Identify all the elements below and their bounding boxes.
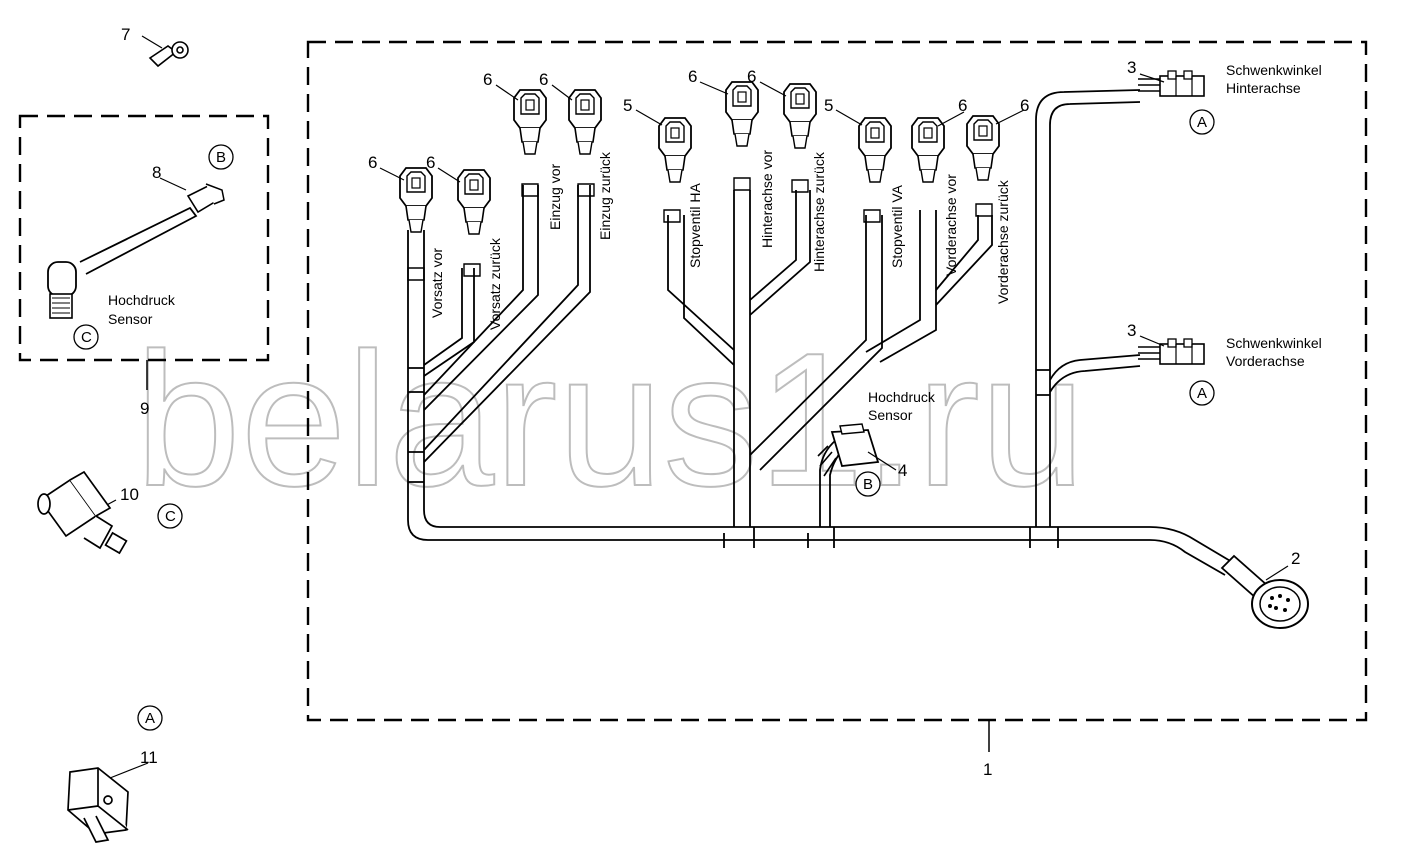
label-schwenkwinkel-vorderachse-1: Schwenkwinkel <box>1226 335 1322 351</box>
part-number-11: 11 <box>140 748 158 767</box>
part-number-6: 6 <box>747 67 756 86</box>
part-number-6: 6 <box>368 153 377 172</box>
watermark-text: belarus1.ru <box>135 314 1086 526</box>
cable-clip-7 <box>148 41 189 68</box>
wire-label-einzug-vor: Einzug vor <box>547 164 563 230</box>
ref-a-mid: A <box>1197 385 1207 402</box>
part-number-5: 5 <box>824 96 833 115</box>
part-number-2: 2 <box>1291 549 1300 568</box>
wire-label-vorderachse-zurueck: Vorderachse zurück <box>995 179 1011 304</box>
part-number-6: 6 <box>958 96 967 115</box>
ref-c-left: C <box>81 329 92 346</box>
sensor-cable-8 <box>47 183 225 319</box>
wire-label-stopventil-ha: Stopventil HA <box>687 183 703 268</box>
part-number-10: 10 <box>120 485 139 504</box>
label-schwenkwinkel-hinterachse-1: Schwenkwinkel <box>1226 62 1322 78</box>
angle-sensor-11 <box>67 767 129 843</box>
label-hochdruck-sensor-center-2: Sensor <box>868 407 913 423</box>
label-hochdruck-sensor-left-1: Hochdruck <box>108 292 176 308</box>
wire-label-vorsatz-zurueck: Vorsatz zurück <box>487 237 503 330</box>
part-number-6: 6 <box>483 70 492 89</box>
ref-c-sensor: C <box>165 508 176 525</box>
part-number-3: 3 <box>1127 58 1136 77</box>
part-number-4: 4 <box>898 461 907 480</box>
ref-b-left: B <box>216 149 226 166</box>
part-number-6: 6 <box>688 67 697 86</box>
ref-b-center: B <box>863 476 873 493</box>
harness-trunk <box>407 89 1233 576</box>
label-schwenkwinkel-vorderachse-2: Vorderachse <box>1226 353 1305 369</box>
part-number-5: 5 <box>623 96 632 115</box>
part-number-1: 1 <box>983 760 992 779</box>
wire-label-hinterachse-zurueck: Hinterachse zurück <box>811 151 827 272</box>
part-number-6: 6 <box>1020 96 1029 115</box>
part-number-6: 6 <box>539 70 548 89</box>
ref-a-top: A <box>1197 114 1207 131</box>
main-harness-frame <box>306 40 1368 722</box>
part-number-9: 9 <box>140 399 149 418</box>
label-schwenkwinkel-hinterachse-2: Hinterachse <box>1226 80 1301 96</box>
ref-a-left: A <box>145 710 155 727</box>
sensor-kit-frame <box>18 114 270 362</box>
part-number-8: 8 <box>152 163 161 182</box>
part-number-6: 6 <box>426 153 435 172</box>
wire-label-vorderachse-vor: Vorderachse vor <box>943 174 959 276</box>
wire-label-hinterachse-vor: Hinterachse vor <box>759 150 775 248</box>
wire-label-vorsatz-vor: Vorsatz vor <box>429 248 445 318</box>
pressure-sensor-10 <box>37 470 128 555</box>
label-hochdruck-sensor-left-2: Sensor <box>108 311 153 327</box>
wire-label-einzug-zurueck: Einzug zurück <box>597 151 613 240</box>
main-round-connector-2 <box>1220 554 1309 629</box>
part-number-7: 7 <box>121 25 130 44</box>
wire-label-stopventil-va: Stopventil VA <box>889 184 905 268</box>
part-number-3: 3 <box>1127 321 1136 340</box>
hochdruck-sensor-connector-4 <box>817 423 880 477</box>
label-hochdruck-sensor-center-1: Hochdruck <box>868 389 936 405</box>
